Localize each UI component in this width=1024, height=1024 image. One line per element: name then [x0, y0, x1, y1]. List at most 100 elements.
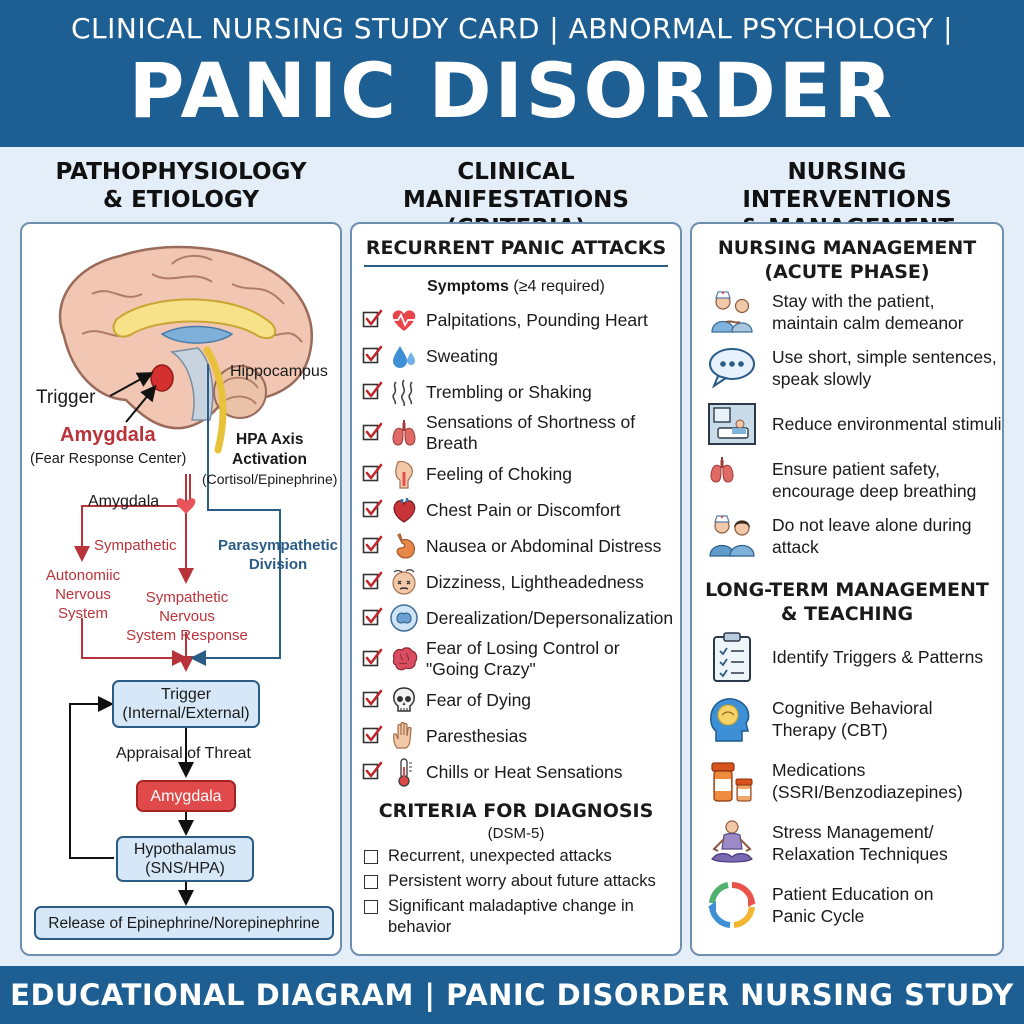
hpa-label-line1: HPA Axis [236, 431, 304, 448]
label-line: Nervous [159, 608, 215, 625]
label-line: Parasympathetic [217, 537, 339, 554]
flow-hypothalamus-box: Hypothalamus (SNS/HPA) [116, 836, 254, 882]
heart-organ-icon [388, 494, 420, 526]
intervention-label-line: Do not leave alone during [772, 515, 972, 535]
droplets-icon [388, 340, 420, 372]
nurse-patient-icon [706, 286, 758, 338]
intervention-label-line: Identify Triggers & Patterns [772, 647, 984, 667]
acute-action-list: Stay with the patient,maintain calm deme… [692, 284, 1002, 564]
symptoms-heading: Symptoms (≥4 required) [352, 278, 680, 296]
title-line: (ACUTE PHASE) [764, 261, 930, 283]
symptom-label-line: Nausea or Abdominal Distress [426, 535, 662, 556]
brain-illustration [58, 245, 313, 454]
symptom-label-line: Paresthesias [426, 725, 528, 746]
heart-icon [176, 498, 196, 514]
amygdala-sublabel: (Fear Response Center) [30, 451, 187, 467]
intervention-label: Stress Management/Relaxation Techniques [772, 821, 948, 865]
lungs-icon [388, 417, 420, 449]
symptom-label-line: Feeling of Choking [426, 463, 572, 484]
header-banner: CLINICAL NURSING STUDY CARD | ABNORMAL P… [0, 0, 1024, 147]
criteria-title: CRITERIA FOR DIAGNOSIS [378, 800, 654, 822]
intervention-label: Medications(SSRI/Benzodiazepines) [772, 759, 963, 803]
symptom-label-line: Derealization/Depersonalization [426, 607, 674, 628]
pill-bottle-icon [706, 755, 758, 807]
flow-box-line: Trigger [160, 686, 212, 703]
hand-icon [388, 720, 420, 752]
flow-amygdala-box: Amygdala [136, 780, 236, 812]
title-line: LONG-TERM MANAGEMENT [705, 579, 989, 601]
nurse-companion-icon [706, 510, 758, 562]
intervention-label-line: Use short, simple sentences, [772, 347, 997, 367]
heart-icon [388, 304, 420, 336]
intervention-label: Reduce environmental stimuli [772, 413, 1002, 435]
sympathetic-label: Sympathetic [94, 537, 177, 554]
page-title: PANIC DISORDER [128, 46, 896, 135]
intervention-item: Medications(SSRI/Benzodiazepines) [692, 750, 1002, 812]
symptom-item: Fear of Dying [352, 682, 680, 718]
hpa-label-line2: Activation [232, 451, 307, 468]
intervention-label-line: speak slowly [772, 369, 872, 389]
tremble-icon [388, 376, 420, 408]
checkbox-checked-icon [362, 422, 383, 443]
intervention-label-line: (SSRI/Benzodiazepines) [772, 782, 963, 802]
symptom-item: Chills or Heat Sensations [352, 754, 680, 790]
checkbox-checked-icon [362, 381, 383, 402]
amygdala-secondary-label: Amygdala [88, 493, 160, 510]
symptom-label-line: "Going Crazy" [426, 659, 536, 679]
longterm-management-title: LONG-TERM MANAGEMENT & TEACHING [692, 578, 1002, 626]
checkbox-checked-icon [362, 535, 383, 556]
label-line: Division [248, 556, 308, 573]
symptom-item: Nausea or Abdominal Distress [352, 528, 680, 564]
symptom-label: Trembling or Shaking [426, 382, 592, 403]
criteria-label-line: Recurrent, unexpected attacks [388, 847, 612, 865]
symptom-label-line: Chest Pain or Discomfort [426, 499, 621, 520]
recurrent-attacks-title: RECURRENT PANIC ATTACKS [365, 237, 667, 259]
symptom-label: Feeling of Choking [426, 464, 572, 485]
criteria-label-line: Persistent worry about future attacks [388, 872, 656, 890]
lungs-icon [706, 454, 758, 506]
amygdala-label: Amygdala [60, 424, 156, 446]
trigger-label: Trigger [36, 387, 96, 408]
clipboard-icon [706, 631, 758, 683]
label-line: System [57, 605, 108, 622]
flow-box-line: (SNS/HPA) [145, 860, 225, 877]
intervention-label: Use short, simple sentences,speak slowly [772, 346, 997, 390]
criteria-item: Persistent worry about future attacks [352, 871, 680, 892]
skull-icon [388, 684, 420, 716]
column-heading-line: PATHOPHYSIOLOGY [55, 159, 307, 185]
intervention-label: Stay with the patient,maintain calm deme… [772, 290, 964, 334]
flow-trigger-box: Trigger (Internal/External) [112, 680, 260, 728]
intervention-label: Identify Triggers & Patterns [772, 646, 983, 668]
symptom-item: Paresthesias [352, 718, 680, 754]
checkbox-checked-icon [362, 571, 383, 592]
hpa-sublabel: (Cortisol/Epinephrine) [202, 471, 338, 487]
symptom-item: Trembling or Shaking [352, 374, 680, 410]
acute-management-title: NURSING MANAGEMENT (ACUTE PHASE) [692, 236, 1002, 284]
intervention-label-line: Panic Cycle [772, 906, 865, 926]
intervention-label-line: Ensure patient safety, [772, 459, 940, 479]
label-line: System Response [126, 627, 248, 644]
nursing-panel: NURSING MANAGEMENT (ACUTE PHASE) Stay wi… [690, 222, 1004, 956]
checkbox-checked-icon [362, 345, 383, 366]
brain-bubble-icon [388, 602, 420, 634]
intervention-label-line: Stress Management/ [772, 822, 934, 842]
symptom-label-line: Trembling or Shaking [426, 381, 592, 402]
symptom-label: Fear of Losing Control or"Going Crazy" [426, 638, 620, 680]
symptom-label: Chills or Heat Sensations [426, 762, 622, 783]
symptom-label: Fear of Dying [426, 690, 531, 711]
column-heading-line: NURSING INTERVENTIONS [742, 159, 952, 213]
symptom-item: Sweating [352, 338, 680, 374]
symptom-label-line: Dizziness, Lightheadedness [426, 571, 644, 592]
dizzy-face-icon [388, 566, 420, 598]
intervention-label-line: Medications [772, 760, 866, 780]
criteria-item: Recurrent, unexpected attacks [352, 846, 680, 867]
intervention-label-line: Patient Education on [772, 884, 934, 904]
column-heading-line: CLINICAL MANIFESTATIONS [402, 159, 629, 213]
intervention-item: Identify Triggers & Patterns [692, 626, 1002, 688]
